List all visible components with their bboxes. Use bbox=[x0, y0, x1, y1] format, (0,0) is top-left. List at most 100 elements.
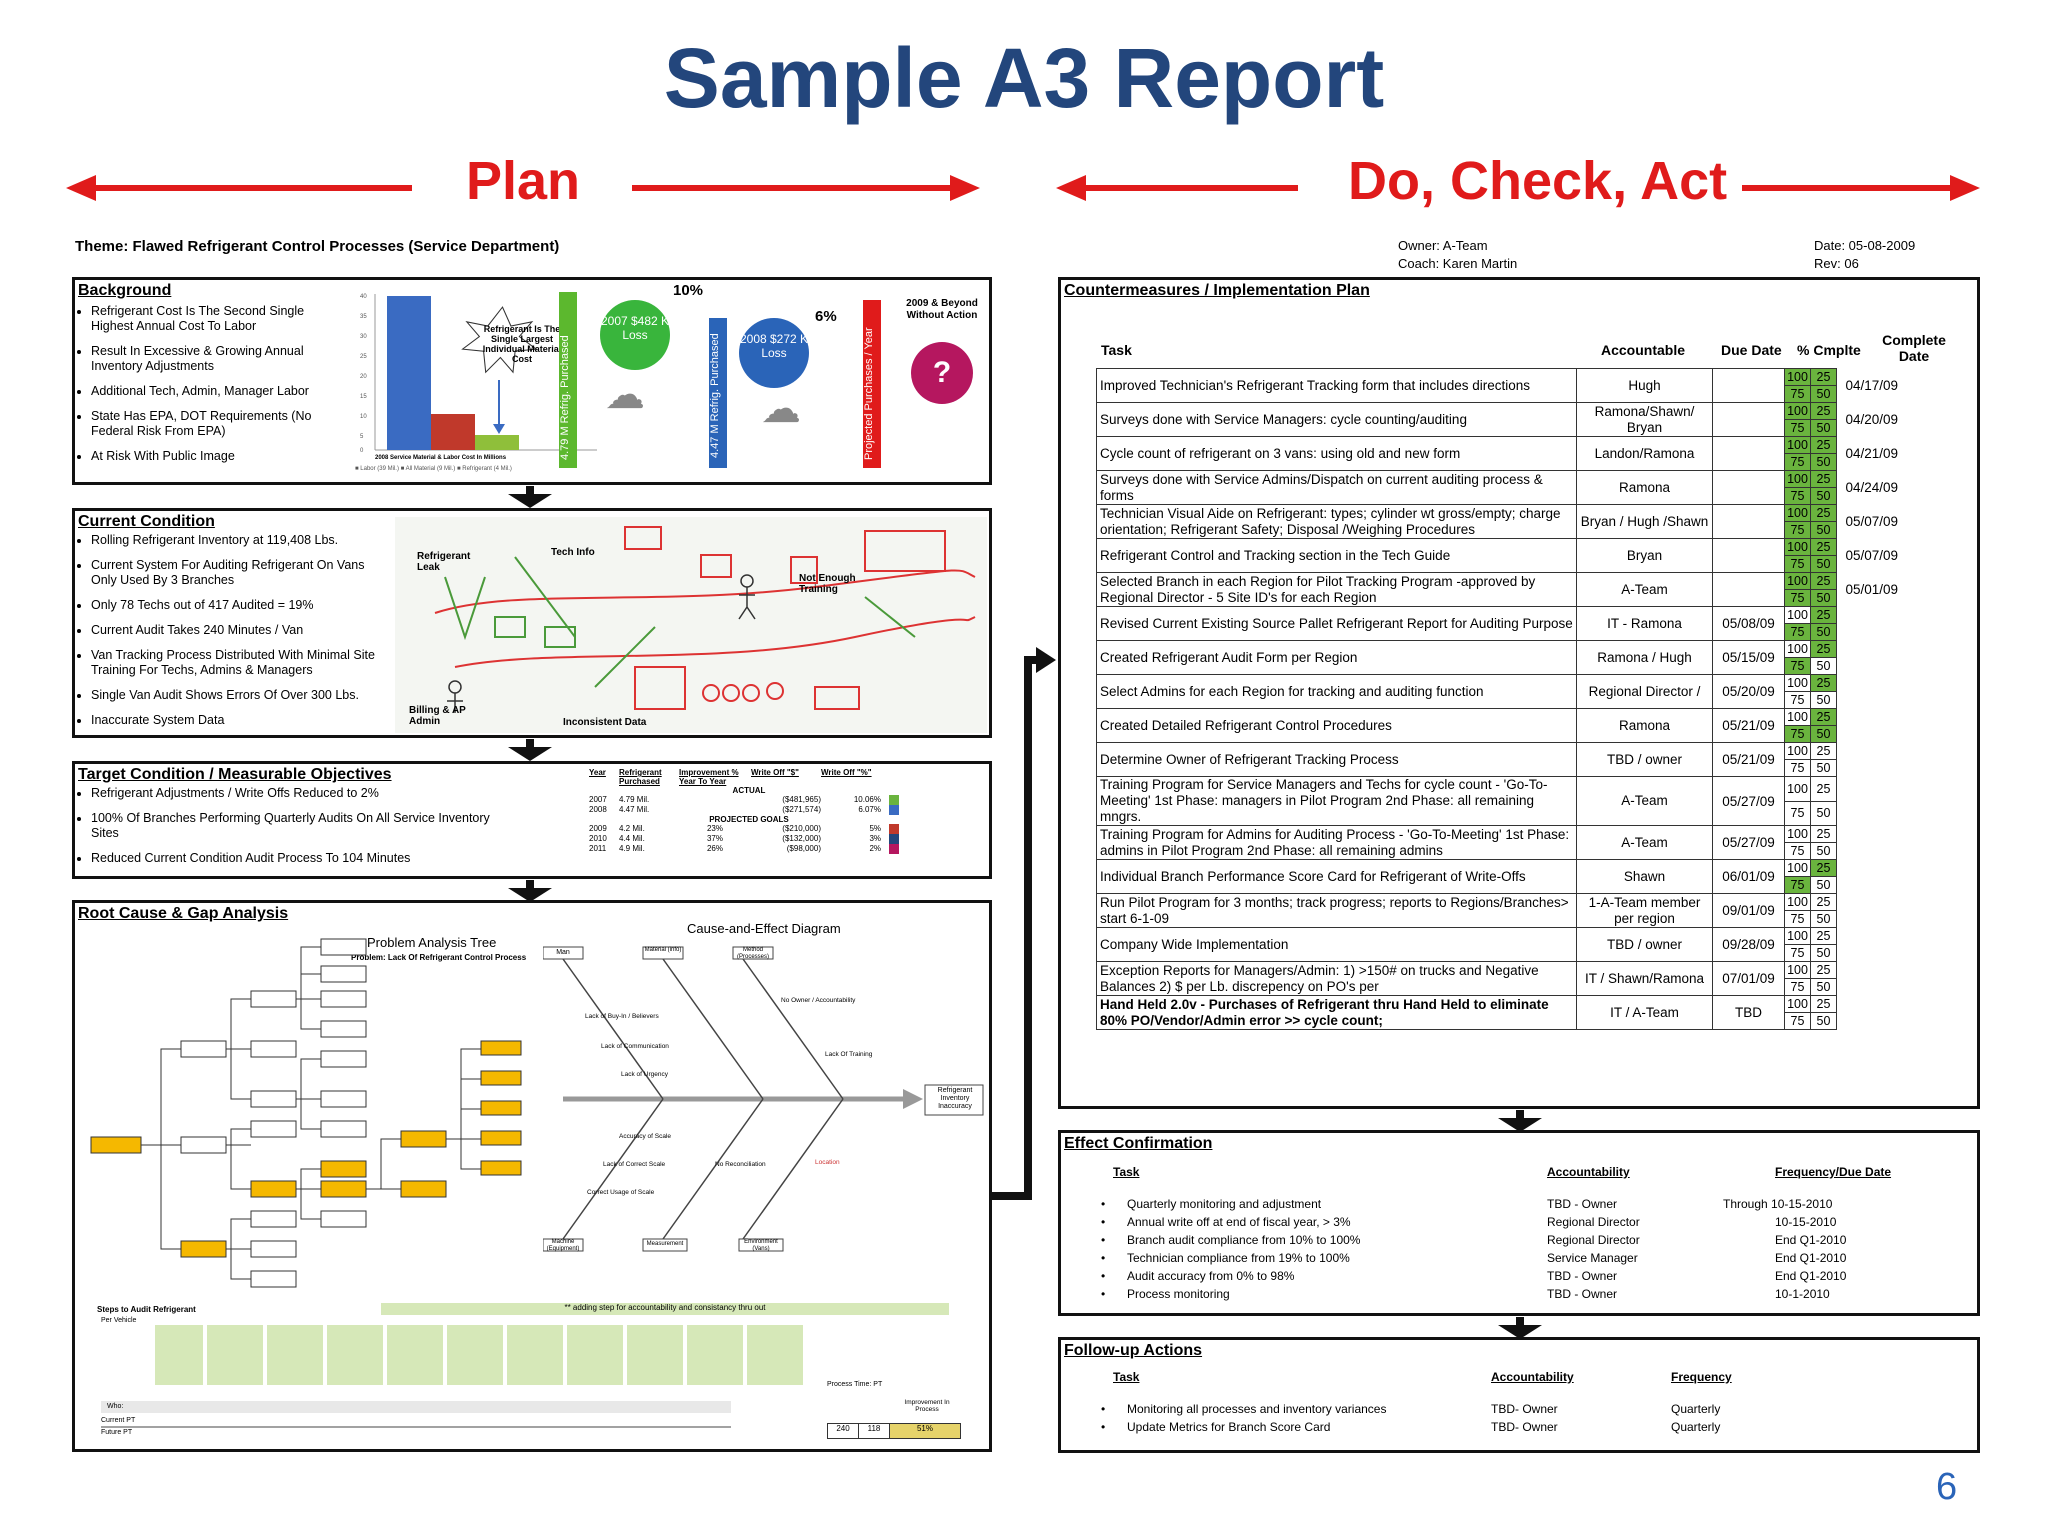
svg-text:5: 5 bbox=[360, 434, 364, 440]
cm-pct-cell: 100 bbox=[1784, 927, 1811, 945]
fu-header-freq: Frequency bbox=[1671, 1370, 1732, 1384]
problem-analysis-tree bbox=[90, 938, 522, 1288]
cm-task: Exception Reports for Managers/Admin: 1)… bbox=[1096, 961, 1577, 996]
cm-task: Training Program for Admins for Auditing… bbox=[1096, 825, 1577, 860]
rootcause-title: Root Cause & Gap Analysis bbox=[78, 905, 289, 922]
ec-task: Annual write off at end of fiscal year, … bbox=[1127, 1215, 1351, 1229]
cm-due-date: 05/27/09 bbox=[1712, 776, 1785, 826]
cm-pct-cell: 25 bbox=[1810, 776, 1837, 802]
cm-pct-cell: 75 bbox=[1784, 1012, 1811, 1030]
flow-stem bbox=[526, 739, 534, 749]
list-item: Single Van Audit Shows Errors Of Over 30… bbox=[91, 688, 391, 703]
ec-task: Branch audit compliance from 10% to 100% bbox=[1127, 1233, 1361, 1247]
down-arrow-icon bbox=[508, 888, 552, 902]
chart-legend: ■ Labor (39 Mil.) ■ All Material (9 Mil.… bbox=[355, 466, 512, 472]
table-row: Run Pilot Program for 3 months; track pr… bbox=[1096, 893, 1907, 928]
cm-pct-cell: 75 bbox=[1784, 657, 1811, 675]
theme: Theme: Flawed Refrigerant Control Proces… bbox=[75, 238, 560, 255]
bullet-icon: • bbox=[1101, 1269, 1106, 1283]
bullet-icon: • bbox=[1101, 1251, 1106, 1265]
down-arrow-icon bbox=[1498, 1118, 1542, 1132]
cm-pct-cell: 100 bbox=[1784, 436, 1811, 454]
ec-frequency: Through 10-15-2010 bbox=[1723, 1197, 1833, 1211]
cm-complete-date bbox=[1837, 675, 1907, 709]
future-label: 2009 & Beyond Without Action bbox=[906, 298, 978, 321]
cm-accountable: 1-A-Team member per region bbox=[1576, 893, 1713, 928]
cm-task: Created Detailed Refrigerant Control Pro… bbox=[1096, 708, 1577, 743]
cm-due-date: 09/01/09 bbox=[1712, 893, 1785, 928]
fu-frequency: Quarterly bbox=[1671, 1402, 1721, 1416]
cm-task: Selected Branch in each Region for Pilot… bbox=[1096, 572, 1577, 607]
svg-text:40: 40 bbox=[360, 294, 367, 300]
cm-due-date: 06/01/09 bbox=[1712, 859, 1785, 894]
cm-complete-date bbox=[1837, 641, 1907, 675]
cm-pct-cell: 100 bbox=[1784, 538, 1811, 556]
improvement-label: Improvement In Process bbox=[904, 1399, 950, 1413]
cm-pct-cell: 50 bbox=[1810, 657, 1837, 675]
material-bar bbox=[431, 414, 475, 450]
cm-task: Training Program for Service Managers an… bbox=[1096, 776, 1577, 826]
cm-task: Cycle count of refrigerant on 3 vans: us… bbox=[1096, 436, 1577, 471]
cm-accountable: TBD / owner bbox=[1576, 742, 1713, 777]
cm-accountable: Landon/Ramona bbox=[1576, 436, 1713, 471]
cm-due-date: 09/28/09 bbox=[1712, 927, 1785, 962]
coach: Coach: Karen Martin bbox=[1398, 256, 1518, 271]
cm-pct-cell: 50 bbox=[1810, 725, 1837, 743]
sketch-label-training: Not Enough Training bbox=[799, 573, 856, 595]
fish-cause: Lack Of Training bbox=[825, 1051, 873, 1058]
fish-cause: Lack of Buy-In / Believers bbox=[585, 1013, 659, 1020]
rev: Rev: 06 bbox=[1814, 256, 1859, 271]
cm-complete-date bbox=[1837, 607, 1907, 641]
owner: Owner: A-Team bbox=[1398, 238, 1488, 253]
process-time-label: Process Time: PT bbox=[827, 1381, 883, 1388]
dca-left-line bbox=[1080, 185, 1298, 191]
fish-cat-machine: Machine (Equipment) bbox=[546, 1239, 580, 1252]
cm-pct-cell: 75 bbox=[1784, 910, 1811, 928]
cm-accountable: Hugh bbox=[1576, 368, 1713, 403]
cm-complete-date bbox=[1837, 709, 1907, 743]
svg-text:10: 10 bbox=[360, 414, 367, 420]
cm-accountable: Regional Director / bbox=[1576, 674, 1713, 709]
fu-header-task: Task bbox=[1113, 1370, 1140, 1384]
pct1: 10% bbox=[673, 282, 704, 299]
cm-complete-date bbox=[1837, 777, 1907, 826]
sketch-label-tech: Tech Info bbox=[551, 547, 595, 558]
bullet-icon: • bbox=[1101, 1420, 1106, 1434]
fish-cat-man: Man bbox=[556, 949, 570, 956]
countermeasures-title: Countermeasures / Implementation Plan bbox=[1064, 282, 1370, 299]
list-item: Only 78 Techs out of 417 Audited = 19% bbox=[91, 598, 391, 613]
cm-pct-cell: 75 bbox=[1784, 555, 1811, 573]
cm-complete-date: 05/07/09 bbox=[1845, 514, 1899, 529]
cm-header-accountable: Accountable bbox=[1601, 342, 1686, 358]
cm-pct-cell: 75 bbox=[1784, 759, 1811, 777]
cm-pct-cell: 100 bbox=[1784, 961, 1811, 979]
cm-pct-cell: 75 bbox=[1784, 487, 1811, 505]
fish-cat-environment: Environment (Vans) bbox=[744, 1239, 778, 1252]
cm-pct-cell: 50 bbox=[1810, 453, 1837, 471]
th-year: Year bbox=[589, 768, 606, 777]
fish-cause: Lack of Urgency bbox=[621, 1071, 668, 1078]
background-bullets: Refrigerant Cost Is The Second Single Hi… bbox=[75, 304, 341, 464]
cm-due-date: 05/08/09 bbox=[1712, 606, 1785, 641]
whiteboard-sketch bbox=[395, 517, 987, 733]
table-row: Technician Visual Aide on Refrigerant: t… bbox=[1096, 504, 1907, 539]
background-section: Background Refrigerant Cost Is The Secon… bbox=[72, 277, 992, 485]
table-row: Created Detailed Refrigerant Control Pro… bbox=[1096, 708, 1907, 743]
th-purchased: Refrigerant Purchased bbox=[619, 768, 662, 786]
cm-task: Surveys done with Service Managers: cycl… bbox=[1096, 402, 1577, 437]
cm-pct-cell: 50 bbox=[1810, 487, 1837, 505]
cm-pct-cell: 100 bbox=[1784, 504, 1811, 522]
page-title: Sample A3 Report bbox=[663, 31, 1385, 125]
table-row: Refrigerant Control and Tracking section… bbox=[1096, 538, 1907, 573]
table-row: Selected Branch in each Region for Pilot… bbox=[1096, 572, 1907, 607]
table-row: Improved Technician's Refrigerant Tracki… bbox=[1096, 368, 1907, 403]
th-improvement: Improvement % Year To Year bbox=[679, 768, 739, 786]
ec-header-acc: Accountability bbox=[1547, 1165, 1630, 1179]
fish-cat-method: Method (Processes) bbox=[736, 947, 769, 960]
cm-complete-date: 04/21/09 bbox=[1845, 446, 1899, 461]
